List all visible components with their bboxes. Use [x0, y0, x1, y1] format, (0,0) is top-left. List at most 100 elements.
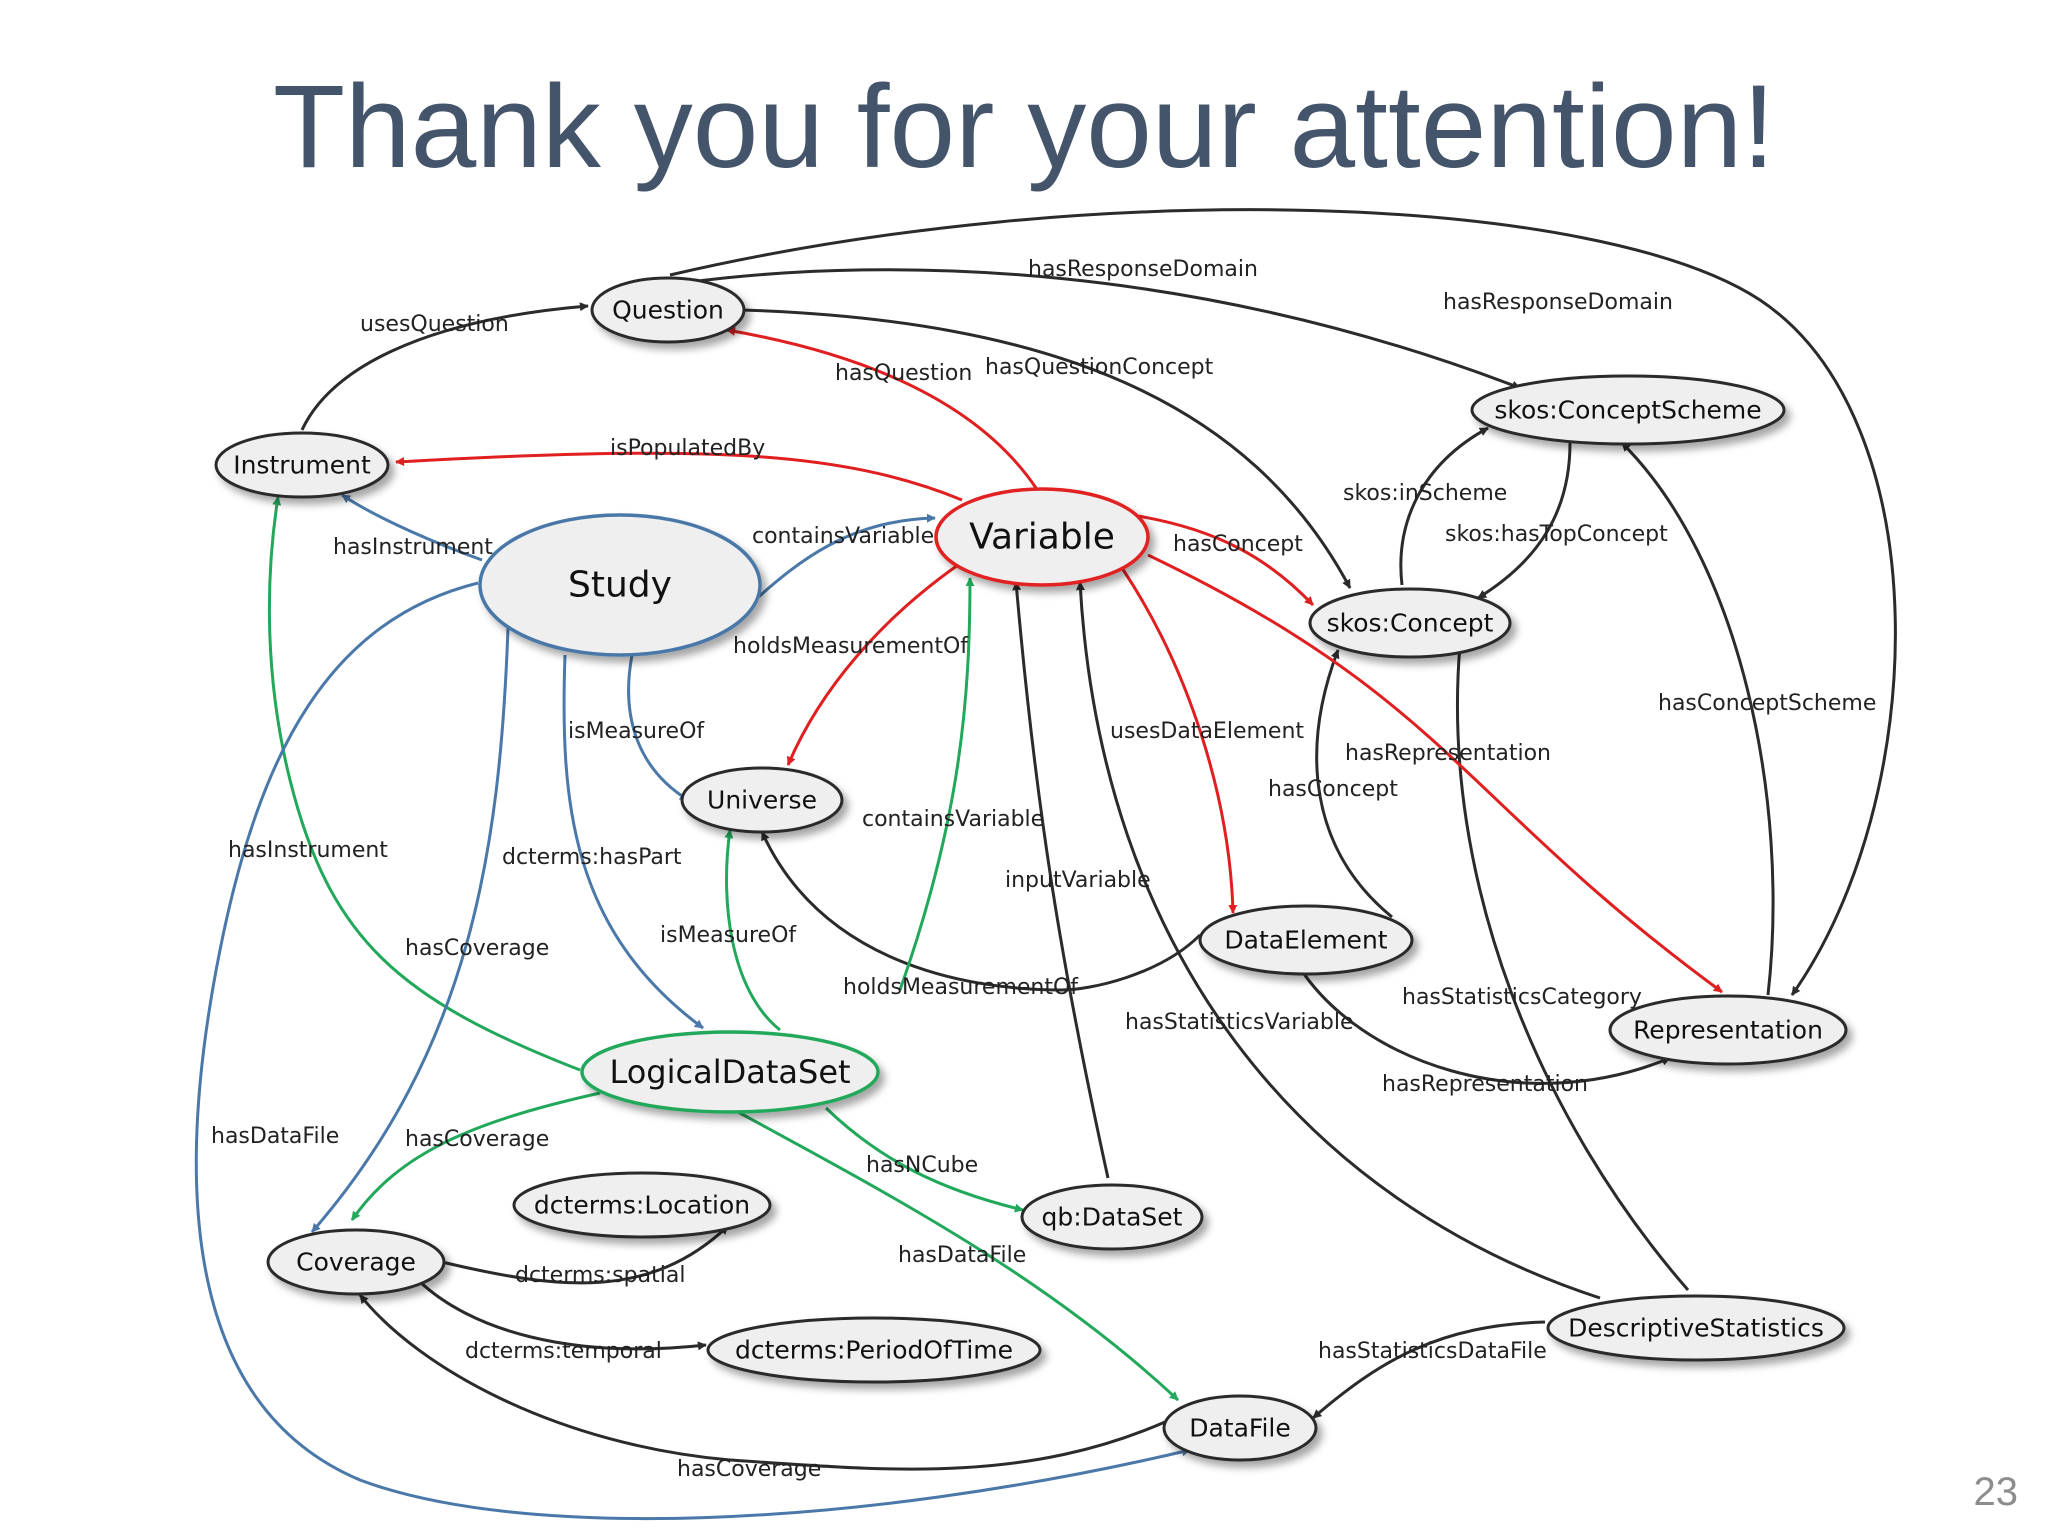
- label-holds-measurement-of-1: holdsMeasurementOf: [733, 634, 969, 659]
- node-descriptive-statistics: DescriptiveStatistics: [1546, 1294, 1846, 1362]
- label-is-measure-of-1: isMeasureOf: [568, 719, 705, 744]
- label-has-representation-1: hasRepresentation: [1345, 741, 1551, 766]
- label-dcterms-has-part: dcterms:hasPart: [502, 845, 682, 870]
- label-dcterms-temporal: dcterms:temporal: [465, 1339, 662, 1364]
- edge-dcterms-has-part: [562, 654, 704, 1030]
- edge-has-representation-2: [1298, 967, 1671, 1085]
- node-question: Question: [590, 276, 746, 344]
- label-uses-data-element: usesDataElement: [1110, 719, 1304, 744]
- edge-skos-in-scheme: [1399, 426, 1489, 586]
- node-label-representation: Representation: [1633, 1016, 1823, 1045]
- edge-has-data-file-1: [194, 581, 1191, 1521]
- node-logical-dataset: LogicalDataSet: [580, 1030, 880, 1114]
- edge-is-measure-of-2: [724, 829, 781, 1032]
- edge-contains-variable-1: [754, 513, 936, 602]
- node-concept: skos:Concept: [1308, 587, 1512, 659]
- label-is-populated-by: isPopulatedBy: [610, 436, 765, 461]
- label-has-statistics-category: hasStatisticsCategory: [1402, 985, 1642, 1010]
- label-has-instrument-1: hasInstrument: [333, 535, 493, 560]
- label-has-coverage-2: hasCoverage: [405, 1127, 549, 1152]
- label-has-concept-2: hasConcept: [1268, 777, 1398, 802]
- edge-dcterms-spatial: [441, 1224, 730, 1285]
- node-label-question: Question: [612, 296, 724, 325]
- edge-has-coverage-2: [350, 1091, 601, 1221]
- edge-has-ncube: [824, 1106, 1024, 1213]
- edge-has-coverage-3: [358, 1294, 1166, 1471]
- node-period-of-time: dcterms:PeriodOfTime: [706, 1316, 1042, 1384]
- edge-has-coverage-1: [310, 627, 510, 1233]
- node-coverage: Coverage: [266, 1228, 446, 1296]
- node-label-location: dcterms:Location: [534, 1191, 750, 1220]
- node-label-variable: Variable: [969, 517, 1115, 558]
- label-contains-variable-2: containsVariable: [862, 807, 1044, 832]
- edge-holds-measurement-of-2: [760, 831, 1202, 992]
- node-label-period-of-time: dcterms:PeriodOfTime: [735, 1336, 1013, 1365]
- label-has-concept-scheme: hasConceptScheme: [1658, 691, 1876, 716]
- label-input-variable: inputVariable: [1005, 868, 1151, 893]
- label-uses-question: usesQuestion: [360, 312, 509, 337]
- node-variable: Variable: [934, 487, 1150, 587]
- label-skos-in-scheme: skos:inScheme: [1343, 481, 1507, 506]
- node-label-concept-scheme: skos:ConceptScheme: [1494, 396, 1761, 425]
- label-skos-has-top-concept: skos:hasTopConcept: [1445, 522, 1668, 547]
- edge-has-question-concept: [741, 308, 1352, 589]
- node-label-descriptive-statistics: DescriptiveStatistics: [1568, 1314, 1824, 1343]
- page-number: 23: [1973, 1470, 2019, 1514]
- label-has-coverage-1: hasCoverage: [405, 936, 549, 961]
- label-has-data-file-1: hasDataFile: [211, 1124, 339, 1149]
- label-contains-variable-1: containsVariable: [752, 524, 934, 549]
- edge-has-concept-2: [1315, 649, 1393, 919]
- edge-input-variable: [1012, 581, 1110, 1179]
- label-has-concept-1: hasConcept: [1173, 532, 1303, 557]
- label-has-data-file-2: hasDataFile: [898, 1243, 1026, 1268]
- label-dcterms-spatial: dcterms:spatial: [515, 1263, 685, 1288]
- edge-has-data-file-2: [737, 1110, 1180, 1402]
- node-label-data-file: DataFile: [1189, 1414, 1291, 1443]
- edge-uses-data-element: [1120, 567, 1238, 914]
- label-has-coverage-3: hasCoverage: [677, 1457, 821, 1482]
- label-has-ncube: hasNCube: [866, 1153, 978, 1178]
- label-has-question-concept: hasQuestionConcept: [985, 355, 1214, 380]
- node-label-coverage: Coverage: [296, 1248, 416, 1277]
- edge-has-statistics-data-file: [1312, 1320, 1546, 1420]
- node-label-study: Study: [568, 565, 672, 606]
- label-has-response-domain-2: hasResponseDomain: [1443, 290, 1673, 315]
- edge-has-instrument-2: [267, 496, 581, 1072]
- node-study: Study: [478, 513, 762, 657]
- node-qb-dataset: qb:DataSet: [1020, 1183, 1204, 1251]
- edge-has-representation-1: [1147, 553, 1723, 994]
- node-label-universe: Universe: [707, 786, 817, 815]
- edge-has-instrument-1: [341, 493, 483, 562]
- node-instrument: Instrument: [214, 431, 390, 499]
- label-has-statistics-data-file: hasStatisticsDataFile: [1318, 1339, 1547, 1364]
- edge-has-concept-1: [1137, 514, 1315, 607]
- edge-has-response-domain-1: [689, 268, 1521, 390]
- edge-is-measure-of-1: [627, 654, 689, 802]
- node-universe: Universe: [680, 766, 844, 834]
- edge-has-statistics-category: [1454, 644, 1690, 1291]
- node-label-logical-dataset: LogicalDataSet: [609, 1053, 850, 1091]
- node-label-instrument: Instrument: [233, 451, 371, 480]
- node-concept-scheme: skos:ConceptScheme: [1470, 374, 1786, 446]
- edge-uses-question: [300, 302, 589, 431]
- node-data-file: DataFile: [1162, 1394, 1318, 1462]
- edge-dcterms-temporal: [416, 1278, 707, 1351]
- edge-has-response-domain-2: [669, 208, 1897, 996]
- node-label-qb-dataset: qb:DataSet: [1042, 1203, 1183, 1232]
- node-location: dcterms:Location: [512, 1171, 772, 1239]
- label-has-representation-2: hasRepresentation: [1382, 1072, 1588, 1097]
- node-representation: Representation: [1608, 994, 1848, 1066]
- edge-has-question: [726, 326, 1038, 489]
- node-label-data-element: DataElement: [1224, 926, 1387, 955]
- label-holds-measurement-of-2: holdsMeasurementOf: [843, 975, 1079, 1000]
- edge-has-statistics-variable: [1075, 581, 1601, 1300]
- edge-holds-measurement-of-1: [786, 563, 959, 766]
- edge-skos-has-top-concept: [1477, 442, 1572, 600]
- node-label-concept: skos:Concept: [1327, 609, 1494, 638]
- node-data-element: DataElement: [1198, 904, 1414, 976]
- slide-title: Thank you for your attention!: [272, 61, 1776, 193]
- label-is-measure-of-2: isMeasureOf: [660, 923, 797, 948]
- label-has-response-domain-1: hasResponseDomain: [1028, 257, 1258, 282]
